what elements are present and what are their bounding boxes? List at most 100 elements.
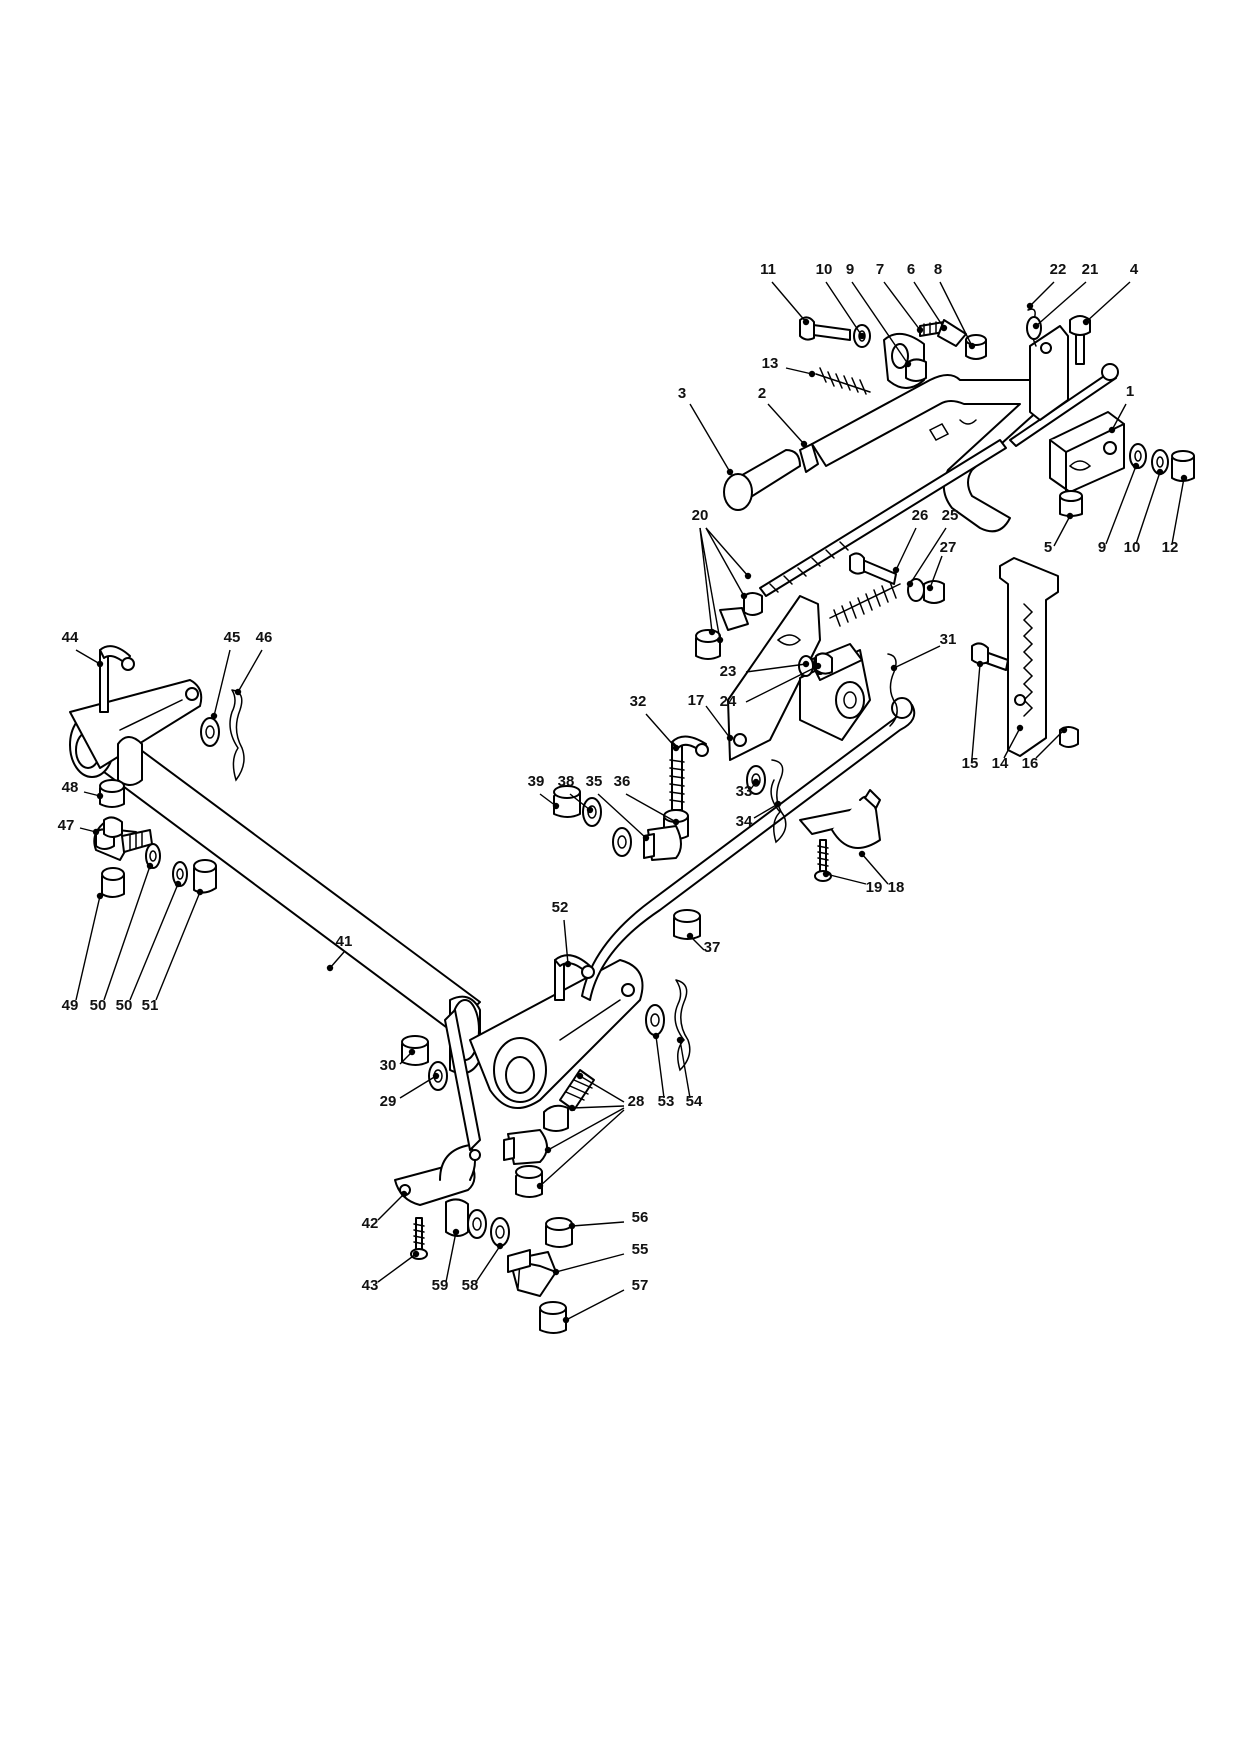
callout-label: 22	[1050, 261, 1067, 278]
callout-label: 35	[586, 773, 603, 790]
callout-label: 59	[432, 1277, 449, 1294]
callout-anchor-dot	[686, 932, 694, 940]
callout-anchor-dot	[1108, 426, 1116, 434]
callout-anchor-dot	[858, 332, 866, 340]
callout-52: 52	[552, 899, 572, 968]
center-fasteners	[553, 785, 701, 940]
callout-27: 27	[926, 539, 957, 592]
callout-label: 58	[462, 1277, 479, 1294]
callout-label: 28	[628, 1093, 645, 1110]
callout-anchor-dot	[586, 806, 594, 814]
callout-label: 4	[1130, 261, 1139, 278]
bottom-fasteners	[410, 1198, 573, 1334]
callout-leader-line	[555, 1253, 625, 1273]
callout-leader-line	[705, 527, 749, 577]
callout-leader-line	[569, 793, 591, 811]
callout-anchor-dot	[926, 584, 934, 592]
left-arm-plate	[69, 679, 203, 786]
callout-leader-line	[237, 649, 263, 693]
callout-59: 59	[432, 1228, 460, 1294]
callout-32: 32	[630, 693, 680, 752]
callout-anchor-dot	[96, 892, 104, 900]
callout-leader-line	[1135, 471, 1161, 545]
callout-label: 26	[912, 507, 929, 524]
callout-anchor-dot	[976, 660, 984, 668]
callout-anchor-dot	[752, 778, 760, 786]
callout-anchor-dot	[740, 592, 748, 600]
callout-label: 25	[942, 507, 959, 524]
callout-leader-line	[547, 1107, 625, 1151]
callout-21: 21	[1032, 261, 1098, 330]
callout-label: 37	[704, 939, 721, 956]
callout-label: 6	[907, 261, 915, 278]
callout-anchor-dot	[92, 828, 100, 836]
callout-label: 27	[940, 539, 957, 556]
callout-anchor-dot	[726, 468, 734, 476]
callout-10: 10	[816, 261, 866, 340]
callout-label: 39	[528, 773, 545, 790]
callout-37: 37	[686, 932, 721, 956]
callout-label: 7	[876, 261, 884, 278]
callout-47: 47	[58, 817, 100, 836]
callout-label: 50	[90, 997, 107, 1014]
bracket-18	[799, 789, 881, 849]
callout-label: 10	[1124, 539, 1141, 556]
callout-anchor-dot	[552, 802, 560, 810]
callout-anchor-dot	[822, 870, 830, 878]
callout-leader-line	[679, 1039, 691, 1099]
callout-3: 3	[678, 385, 734, 476]
callout-leader-line	[785, 367, 813, 375]
callout-45: 45	[210, 629, 241, 720]
washer-53	[645, 1004, 665, 1036]
callout-label: 34	[736, 813, 753, 830]
callout-leader-line	[579, 1075, 625, 1103]
callout-label: 48	[62, 779, 79, 796]
callout-leader-line	[825, 873, 867, 885]
callout-label: 44	[62, 629, 79, 646]
callout-anchor-dot	[726, 734, 734, 742]
callout-anchor-dot	[408, 1048, 416, 1056]
callout-leader-line	[571, 1105, 625, 1109]
callout-leader-line	[1111, 403, 1127, 431]
callout-label: 11	[760, 261, 776, 278]
callout-label: 42	[362, 1215, 379, 1232]
r-clip-46	[229, 689, 245, 782]
callout-anchor-dot	[1156, 468, 1164, 476]
callout-leader-line	[597, 793, 647, 839]
callout-53: 53	[652, 1032, 675, 1110]
pin-44	[99, 645, 135, 713]
callout-9: 9	[846, 261, 912, 368]
callout-2: 2	[758, 385, 808, 448]
callout-label: 57	[632, 1277, 649, 1294]
callout-label: 53	[658, 1093, 675, 1110]
callout-label: 1	[1126, 383, 1134, 400]
callout-58: 58	[462, 1242, 504, 1294]
callout-38: 38	[558, 773, 594, 814]
callout-anchor-dot	[552, 1268, 560, 1276]
callout-label: 3	[678, 385, 686, 402]
callout-anchor-dot	[676, 1036, 684, 1044]
callout-label: 46	[256, 629, 273, 646]
callout-label: 38	[558, 773, 575, 790]
callout-33: 33	[736, 778, 760, 800]
callout-anchor-dot	[968, 342, 976, 350]
parts-drawing	[69, 308, 1195, 1334]
callout-label: 56	[632, 1209, 649, 1226]
callout-24: 24	[720, 662, 822, 710]
callout-leader-line	[377, 1253, 417, 1283]
callout-leader-line	[645, 713, 677, 749]
callout-50: 50	[116, 880, 182, 1014]
callout-label: 55	[632, 1241, 649, 1258]
callout-label: 45	[224, 629, 241, 646]
callout-label: 24	[720, 693, 737, 710]
callout-label: 23	[720, 663, 737, 680]
callout-18: 18	[858, 850, 904, 896]
callout-anchor-dot	[652, 1032, 660, 1040]
callout-anchor-dot	[744, 572, 752, 580]
callout-54: 54	[676, 1036, 703, 1110]
pin-52	[554, 954, 595, 1001]
callout-leader-line	[475, 1245, 501, 1283]
callout-leader-line	[851, 281, 909, 365]
callout-leader-line	[699, 527, 713, 633]
callout-leader-line	[571, 1221, 625, 1227]
